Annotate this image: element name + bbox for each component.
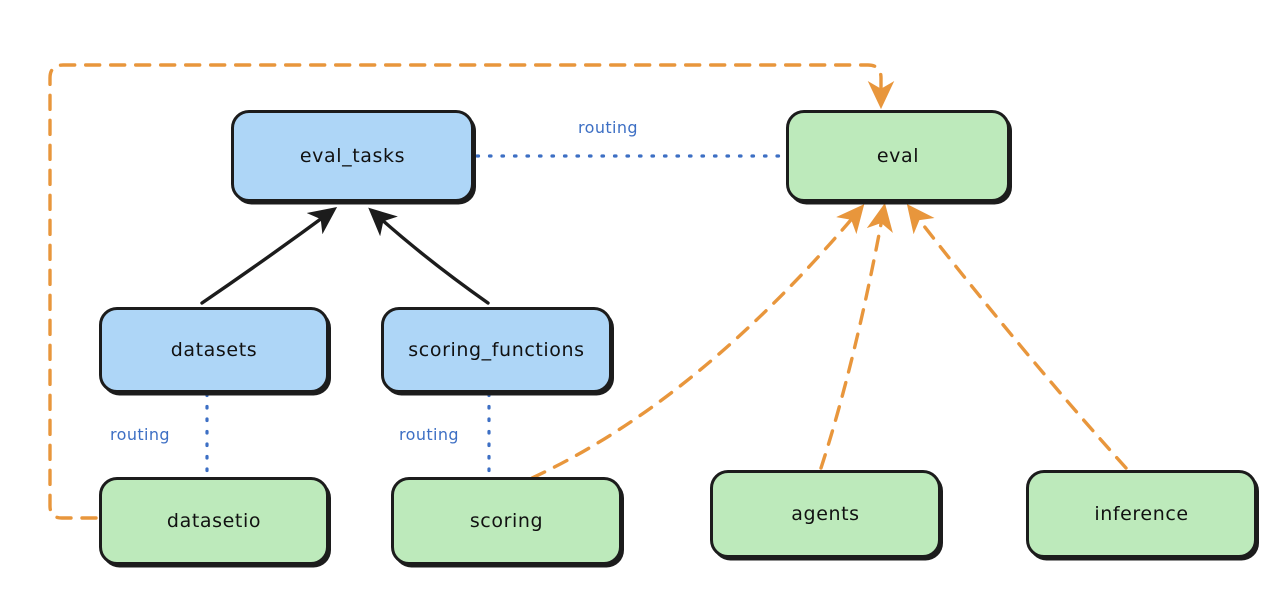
node-inference[interactable]: inference [1026,470,1257,558]
node-agents[interactable]: agents [710,470,941,558]
node-eval-tasks[interactable]: eval_tasks [231,110,474,202]
node-label-agents: agents [791,503,860,525]
node-label-eval: eval [876,145,920,167]
node-datasets[interactable]: datasets [99,307,329,393]
edge-datasets-eval-tasks [200,206,338,305]
node-label-scoring: scoring [469,510,544,532]
node-eval[interactable]: eval [786,110,1010,202]
node-label-datasetio: datasetio [166,510,262,532]
edge-inference-eval [906,203,1128,470]
node-label-datasets: datasets [170,339,258,361]
node-scoring[interactable]: scoring [391,477,622,565]
node-label-inference: inference [1094,503,1189,525]
edge-label-routing-scoring-functions: routing [399,425,459,444]
node-label-eval-tasks: eval_tasks [299,145,406,167]
edge-scoring-functions-eval-tasks [368,207,490,305]
node-label-scoring-functions: scoring_functions [408,339,585,361]
edge-agents-eval [819,202,893,470]
node-datasetio[interactable]: datasetio [99,477,329,565]
node-scoring-functions[interactable]: scoring_functions [381,307,612,393]
edge-label-routing-eval-tasks: routing [578,118,638,137]
edge-label-routing-datasets: routing [110,425,170,444]
